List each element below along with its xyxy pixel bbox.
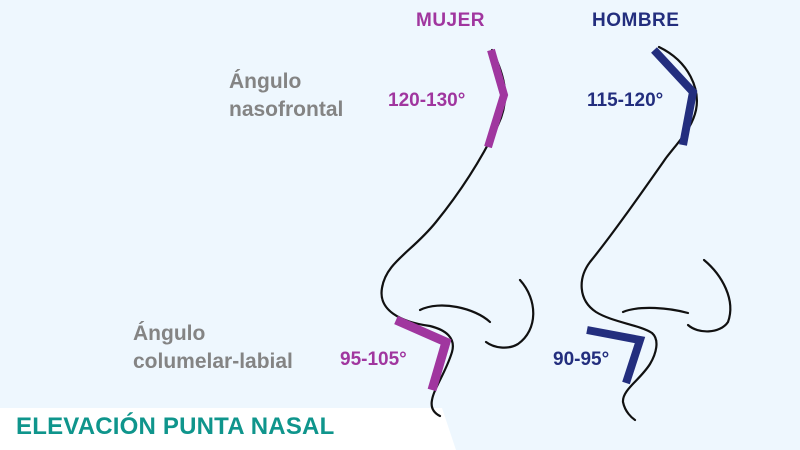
female-nasofrontal-marker <box>484 48 509 149</box>
nasofrontal-label-line1: Ángulo <box>229 70 302 93</box>
male-column-header: HOMBRE <box>592 10 680 31</box>
female-nasofrontal-value: 120-130° <box>388 90 466 111</box>
female-columelar-labial-marker <box>394 315 452 392</box>
banner-title: ELEVACIÓN PUNTA NASAL <box>16 413 335 440</box>
female-column-header: MUJER <box>416 10 486 31</box>
male-columelar-labial-value: 90-95° <box>553 349 610 370</box>
columelar-labial-label-line1: Ángulo <box>133 322 206 345</box>
male-columelar-labial-marker <box>586 326 646 385</box>
male-nasofrontal-marker <box>651 47 698 146</box>
male-nasofrontal-value: 115-120° <box>587 90 664 111</box>
columelar-labial-label-line2: columelar-labial <box>133 350 293 373</box>
male-nose-profile <box>580 45 732 422</box>
female-columelar-labial-value: 95-105° <box>340 349 407 370</box>
banner-background <box>0 408 456 450</box>
nasofrontal-label-line2: nasofrontal <box>229 98 344 121</box>
